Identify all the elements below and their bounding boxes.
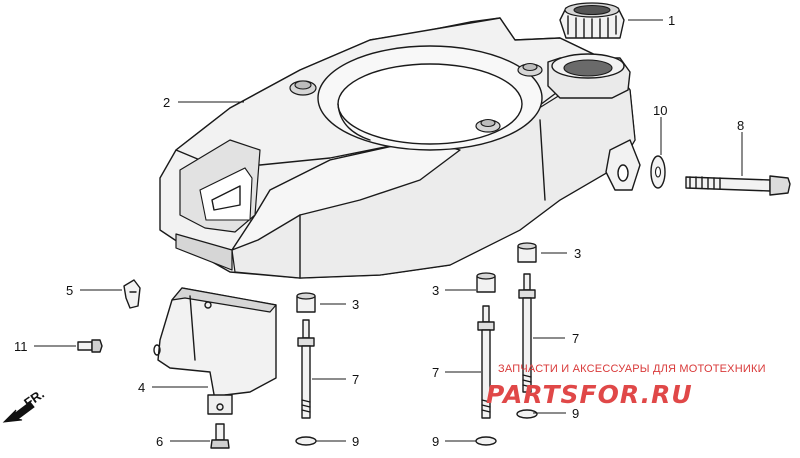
stud-7-c xyxy=(518,273,536,393)
leader-lines xyxy=(34,19,743,442)
callout-3: 3 xyxy=(574,246,581,261)
callout-3: 3 xyxy=(352,297,359,312)
callout-1: 1 xyxy=(668,13,675,28)
callout-6: 6 xyxy=(156,434,163,449)
callout-2: 2 xyxy=(163,95,170,110)
collar-3-c xyxy=(517,242,537,263)
callout-8: 8 xyxy=(737,118,744,133)
callout-5: 5 xyxy=(66,283,73,298)
callout-4: 4 xyxy=(138,380,145,395)
stud-7-a xyxy=(297,319,315,419)
collar-3-b xyxy=(476,272,496,293)
fan-cover-housing xyxy=(159,17,641,279)
washer-9-a xyxy=(295,436,317,446)
stud-7-b xyxy=(477,305,495,419)
front-arrow-icon xyxy=(2,401,35,423)
washer-9-b xyxy=(475,436,497,446)
callout-9: 9 xyxy=(352,434,359,449)
collar-3-a xyxy=(296,292,316,313)
callout-7: 7 xyxy=(432,365,439,380)
callout-7: 7 xyxy=(572,331,579,346)
callout-9: 9 xyxy=(432,434,439,449)
callout-7: 7 xyxy=(352,372,359,387)
bracket-4 xyxy=(153,287,277,415)
watermark: ЗАПЧАСТИ И АКСЕССУАРЫ ДЛЯ МОТОТЕХНИКИ PA… xyxy=(486,363,766,409)
washer-10 xyxy=(650,155,666,189)
screw-6 xyxy=(210,423,230,449)
callout-11: 11 xyxy=(14,339,28,354)
callout-3: 3 xyxy=(432,283,439,298)
callouts: 1 2 3 3 3 4 5 6 7 7 7 8 9 9 9 10 11 xyxy=(14,13,744,449)
washer-9-c xyxy=(516,409,538,419)
callout-9: 9 xyxy=(572,406,579,421)
bolt-8 xyxy=(685,175,791,196)
filler-cap xyxy=(559,2,625,39)
watermark-brand: PARTSFOR.RU xyxy=(486,380,693,409)
screw-11 xyxy=(77,339,103,353)
callout-10: 10 xyxy=(653,103,667,118)
front-direction-marker: FR. xyxy=(2,386,47,423)
clip-5 xyxy=(123,279,141,309)
watermark-tagline: ЗАПЧАСТИ И АКСЕССУАРЫ ДЛЯ МОТОТЕХНИКИ xyxy=(498,363,766,375)
